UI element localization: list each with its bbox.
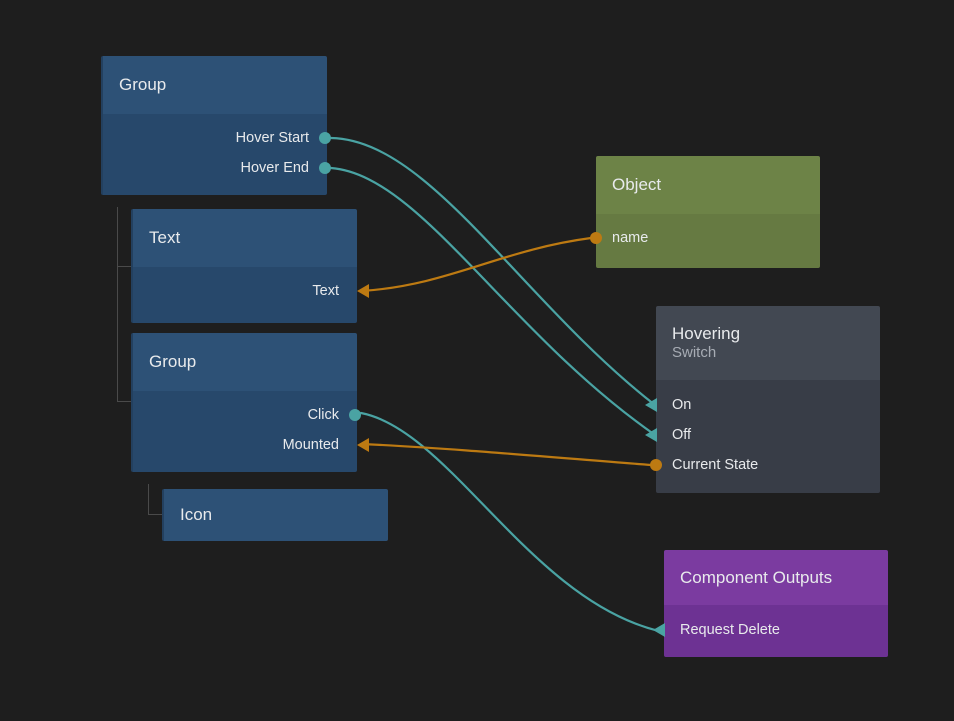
- port-off[interactable]: Off: [672, 425, 691, 445]
- node-body: [656, 380, 880, 493]
- tree-line-trunk-1: [117, 207, 118, 402]
- node-header[interactable]: Icon: [164, 489, 388, 541]
- node-body: [133, 391, 357, 472]
- port-dot-current-state[interactable]: [650, 459, 662, 471]
- port-label: Off: [672, 427, 692, 443]
- port-label: Request Delete: [680, 622, 780, 638]
- port-arrow-mounted[interactable]: [357, 438, 369, 452]
- port-click[interactable]: Click: [308, 405, 339, 425]
- node-title: Hovering: [672, 324, 741, 343]
- node-surface: Group: [131, 333, 357, 472]
- node-header[interactable]: Group: [103, 56, 327, 114]
- node-body: [103, 114, 327, 195]
- port-label: Text: [312, 283, 339, 299]
- port-arrow-on[interactable]: [645, 398, 657, 412]
- edge-current-state-to-mounted[interactable]: [360, 442, 653, 467]
- node-title: Component Outputs: [680, 567, 833, 587]
- edge-name-to-text[interactable]: [360, 236, 593, 293]
- port-dot-click[interactable]: [349, 409, 361, 421]
- node-surface: Object: [596, 156, 820, 268]
- port-dot-hover-end[interactable]: [319, 162, 331, 174]
- node-title: Text: [149, 228, 181, 248]
- port-name-out[interactable]: name: [612, 228, 648, 248]
- port-hover-end[interactable]: Hover End: [240, 158, 309, 178]
- node-title: Icon: [180, 505, 213, 525]
- tree-line-branch-to-text: [117, 266, 131, 267]
- node-header[interactable]: Component Outputs: [664, 550, 888, 605]
- port-on[interactable]: On: [672, 395, 691, 415]
- node-body: [664, 605, 888, 657]
- tree-line-branch-to-icon: [148, 514, 162, 515]
- port-mounted[interactable]: Mounted: [283, 435, 339, 455]
- port-label: Current State: [672, 457, 759, 473]
- port-label: Click: [307, 407, 339, 423]
- edge-click-to-request-delete[interactable]: [359, 411, 661, 633]
- port-request-delete[interactable]: Request Delete: [680, 620, 780, 640]
- port-label: Hover Start: [235, 130, 309, 146]
- port-current-state[interactable]: Current State: [672, 455, 758, 475]
- node-header[interactable]: Text: [133, 209, 357, 267]
- node-surface: Group: [101, 56, 327, 195]
- tree-line-branch-to-group: [117, 401, 131, 402]
- port-dot-name-out[interactable]: [590, 232, 602, 244]
- port-dot-hover-start[interactable]: [319, 132, 331, 144]
- node-object-node[interactable]: Object name: [590, 156, 820, 268]
- node-surface: Text: [131, 209, 357, 323]
- node-header[interactable]: Object: [596, 156, 820, 214]
- port-label: Hover End: [240, 160, 309, 176]
- node-title: Object: [612, 175, 662, 195]
- node-header[interactable]: Group: [133, 333, 357, 391]
- port-text-in[interactable]: Text: [312, 281, 339, 301]
- node-subtitle: Switch: [672, 344, 717, 362]
- node-surface: Icon: [162, 489, 388, 541]
- node-surface: Component Outputs: [664, 550, 888, 657]
- port-hover-start[interactable]: Hover Start: [236, 128, 309, 148]
- port-label: name: [612, 230, 649, 246]
- port-label: On: [672, 397, 692, 413]
- node-title: Group: [119, 75, 167, 95]
- node-body: [133, 267, 357, 323]
- node-title: Group: [149, 352, 197, 372]
- port-arrow-request-delete[interactable]: [653, 623, 665, 637]
- tree-line-trunk-2: [148, 484, 149, 515]
- port-label: Mounted: [282, 437, 339, 453]
- port-arrow-text-in[interactable]: [357, 284, 369, 298]
- node-icon-node[interactable]: Icon: [162, 489, 388, 541]
- port-arrow-off[interactable]: [645, 428, 657, 442]
